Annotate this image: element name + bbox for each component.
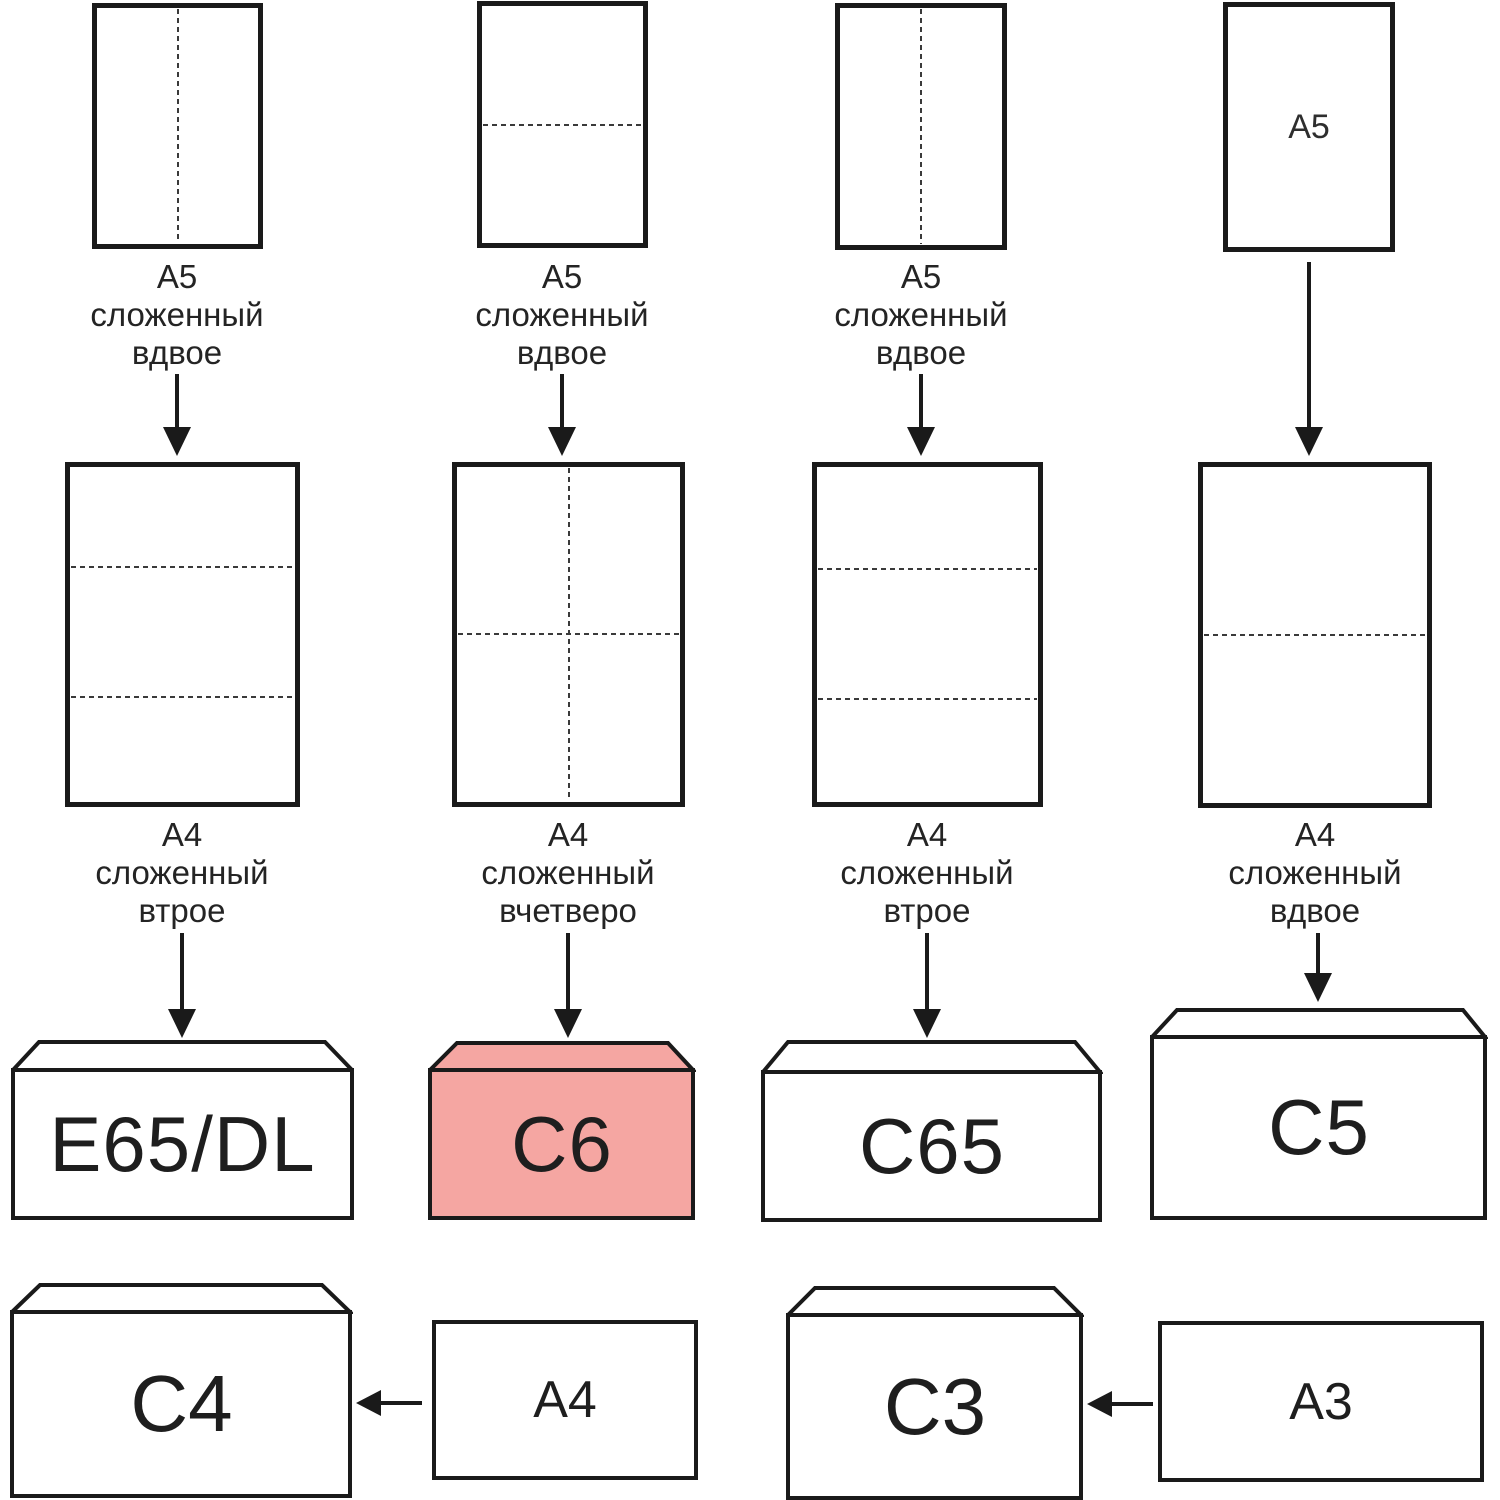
envelope-c3 (786, 1286, 1084, 1500)
envelope-c65-label: C65 (858, 1101, 1006, 1190)
fold-line-horizontal (483, 123, 642, 126)
arrow-left-c3 (1087, 1391, 1153, 1417)
envelope-c6-label: C6 (511, 1099, 613, 1188)
envelope-c4-label: C4 (130, 1359, 233, 1448)
fold-line-horizontal (1204, 634, 1426, 636)
sheet-a5-fold-vertical-1 (92, 3, 263, 249)
sheet-a4-thirds-1 (65, 462, 300, 807)
fold-line-vertical (920, 9, 922, 244)
paper-a3-label: A3 (1289, 1372, 1353, 1431)
sheet-a5-fold-horizontal (477, 1, 648, 248)
arrow-left-c4 (356, 1390, 422, 1416)
caption-a4-folded-1: А4 сложенный втрое (95, 816, 269, 929)
envelope-c6-highlighted (428, 1041, 696, 1220)
envelope-c3-label: C3 (883, 1361, 987, 1451)
caption-a4-folded-2: А4 сложенный вчетверо (481, 816, 655, 929)
fold-line-horizontal (458, 633, 679, 635)
fold-line-vertical (176, 9, 179, 243)
envelope-c5-label: C5 (1268, 1083, 1370, 1171)
envelope-e65dl (11, 1040, 354, 1220)
caption-a4-folded-3: А4 сложенный втрое (840, 816, 1014, 929)
envelope-e65dl-label: E65/DL (49, 1099, 316, 1188)
arrow-down-8 (1304, 933, 1332, 1002)
arrow-down-1 (163, 374, 191, 456)
sheet-a4-half (1198, 462, 1432, 808)
envelope-c5 (1150, 1008, 1488, 1220)
fold-line-horizontal (71, 696, 294, 698)
arrow-down-3 (907, 374, 935, 456)
arrow-down-4 (1295, 262, 1323, 456)
caption-a5-folded-3: А5 сложенный вдвое (834, 258, 1008, 371)
caption-a5-folded-1: А5 сложенный вдвое (90, 258, 264, 371)
sheet-a5-plain (1223, 2, 1395, 252)
arrow-down-2 (548, 374, 576, 456)
envelope-c4 (10, 1283, 353, 1498)
sheet-a4-quarters (452, 462, 685, 807)
fold-line-horizontal (818, 568, 1037, 570)
a5-sheet-label: A5 (1288, 107, 1330, 146)
sheet-a4-thirds-2 (812, 462, 1043, 807)
arrow-down-7 (913, 933, 941, 1038)
envelope-c65 (761, 1040, 1103, 1222)
caption-a5-folded-2: А5 сложенный вдвое (475, 258, 649, 371)
fold-line-horizontal (71, 566, 294, 568)
arrow-down-5 (168, 933, 196, 1038)
arrow-down-6 (554, 933, 582, 1038)
paper-a4: A4 (432, 1320, 698, 1480)
fold-line-horizontal (818, 698, 1037, 700)
sheet-a5-fold-vertical-2 (835, 3, 1007, 250)
caption-a4-folded-4: А4 сложенный вдвое (1228, 816, 1402, 929)
paper-a4-label: A4 (533, 1371, 597, 1429)
paper-a3: A3 (1158, 1321, 1484, 1482)
